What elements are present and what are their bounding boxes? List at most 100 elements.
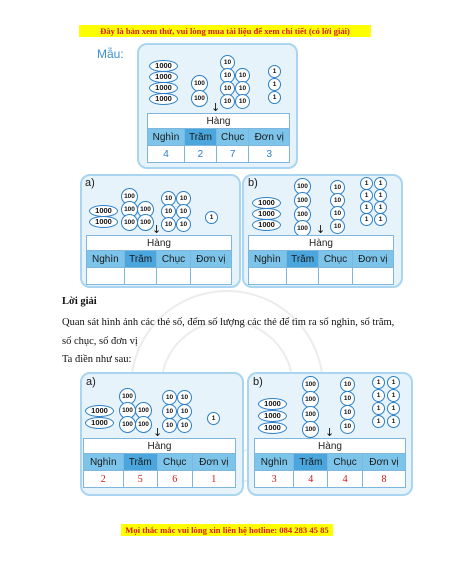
card-10: 10 [162,418,177,433]
header-tens: Chục [318,250,353,268]
value-thousands-cell[interactable] [86,267,125,285]
header-ones: Đơn vị [189,250,233,268]
header-hundreds: Trăm [285,250,320,268]
arrow-down-icon: ↓ [325,426,335,439]
value-hundreds: 4 [293,470,329,488]
card-1: 1 [387,376,400,389]
header-thousands: Nghìn [248,250,287,268]
header-hundreds: Trăm [293,453,329,471]
card-10: 10 [340,377,355,392]
value-thousands: 4 [147,145,185,163]
card-10: 10 [177,390,192,405]
card-10: 10 [161,204,176,219]
header-thousands: Nghìn [253,453,295,471]
value-thousands: 3 [253,470,295,488]
table-title: Hàng [254,438,406,454]
card-100: 100 [191,90,208,107]
exercise-a-place-value-table: Hàng Nghìn Trăm Chục Đơn vị [86,235,233,285]
card-100: 100 [137,214,154,231]
card-10: 10 [330,219,345,234]
header-ones: Đơn vị [191,453,237,471]
exercise-b-place-value-table: Hàng Nghìn Trăm Chục Đơn vị [248,235,395,285]
card-10: 10 [161,217,176,232]
value-tens: 4 [327,470,363,488]
card-10: 10 [340,391,355,406]
answer-b-place-value-table: Hàng Nghìn Trăm Chục Đơn vị 3 4 4 8 [253,438,407,488]
table-title: Hàng [86,235,232,251]
example-label: Mẫu: [97,47,124,61]
value-thousands: 2 [83,470,124,488]
arrow-down-icon: ↓ [153,426,163,439]
answer-a-label: a) [86,376,96,388]
header-hundreds: Trăm [183,128,217,146]
value-hundreds: 5 [122,470,158,488]
table-title: Hàng [83,438,236,454]
solution-paragraph-line2: số chục, số đơn vị [62,336,138,347]
header-ones: Đơn vị [351,250,395,268]
card-1: 1 [372,402,385,415]
card-1000: 1000 [85,417,114,429]
table-title: Hàng [147,113,290,129]
value-ones-cell[interactable] [351,267,395,285]
value-hundreds-cell[interactable] [285,267,320,285]
hotline-banner: Mọi thắc mắc vui lòng xin liên hệ hotlin… [121,524,333,536]
example-place-value-table: Hàng Nghìn Trăm Chục Đơn vị 4 2 7 3 [147,113,290,163]
value-ones: 3 [248,145,290,163]
card-1000: 1000 [258,422,287,434]
card-100: 100 [119,416,136,433]
card-1: 1 [268,91,281,104]
card-10: 10 [340,419,355,434]
card-1: 1 [372,415,385,428]
exercise-a-label: a) [85,177,95,189]
arrow-down-icon: ↓ [152,223,162,236]
card-1: 1 [207,412,220,425]
arrow-down-icon: ↓ [316,223,326,236]
header-tens: Chục [215,128,250,146]
header-ones: Đơn vị [248,128,290,146]
card-10: 10 [162,404,177,419]
card-100: 100 [135,416,152,433]
value-tens-cell[interactable] [318,267,353,285]
card-1000: 1000 [252,219,281,231]
card-1: 1 [387,415,400,428]
card-10: 10 [176,191,191,206]
card-1000: 1000 [85,405,114,417]
card-1: 1 [205,211,218,224]
preview-banner: Đây là bản xem thử, vui lòng mua tài liệ… [79,25,371,37]
arrow-down-icon: ↓ [211,101,221,114]
card-10: 10 [176,217,191,232]
card-1: 1 [372,389,385,402]
card-10: 10 [162,390,177,405]
value-hundreds: 2 [183,145,217,163]
value-ones-cell[interactable] [189,267,233,285]
value-ones: 1 [191,470,237,488]
value-tens: 6 [156,470,193,488]
card-10: 10 [220,94,235,109]
exercise-b-label: b) [248,177,258,189]
card-1: 1 [387,402,400,415]
card-10: 10 [235,94,250,109]
header-hundreds: Trăm [123,250,158,268]
card-100: 100 [302,421,319,438]
card-1: 1 [268,78,281,91]
header-thousands: Nghìn [83,453,124,471]
value-hundreds-cell[interactable] [123,267,158,285]
header-tens: Chục [156,453,193,471]
card-1: 1 [374,213,387,226]
value-tens: 7 [215,145,250,163]
card-10: 10 [340,405,355,420]
value-thousands-cell[interactable] [248,267,287,285]
solution-paragraph-line3: Ta điền như sau: [62,354,132,365]
card-1000: 1000 [89,216,118,228]
card-10: 10 [177,404,192,419]
header-tens: Chục [327,453,363,471]
card-1000: 1000 [258,398,287,410]
card-1000: 1000 [149,93,178,105]
solution-heading: Lời giải [62,296,97,307]
card-1: 1 [360,213,373,226]
card-1000: 1000 [258,410,287,422]
value-tens-cell[interactable] [156,267,191,285]
header-thousands: Nghìn [86,250,125,268]
card-10: 10 [177,418,192,433]
card-100: 100 [294,220,311,237]
